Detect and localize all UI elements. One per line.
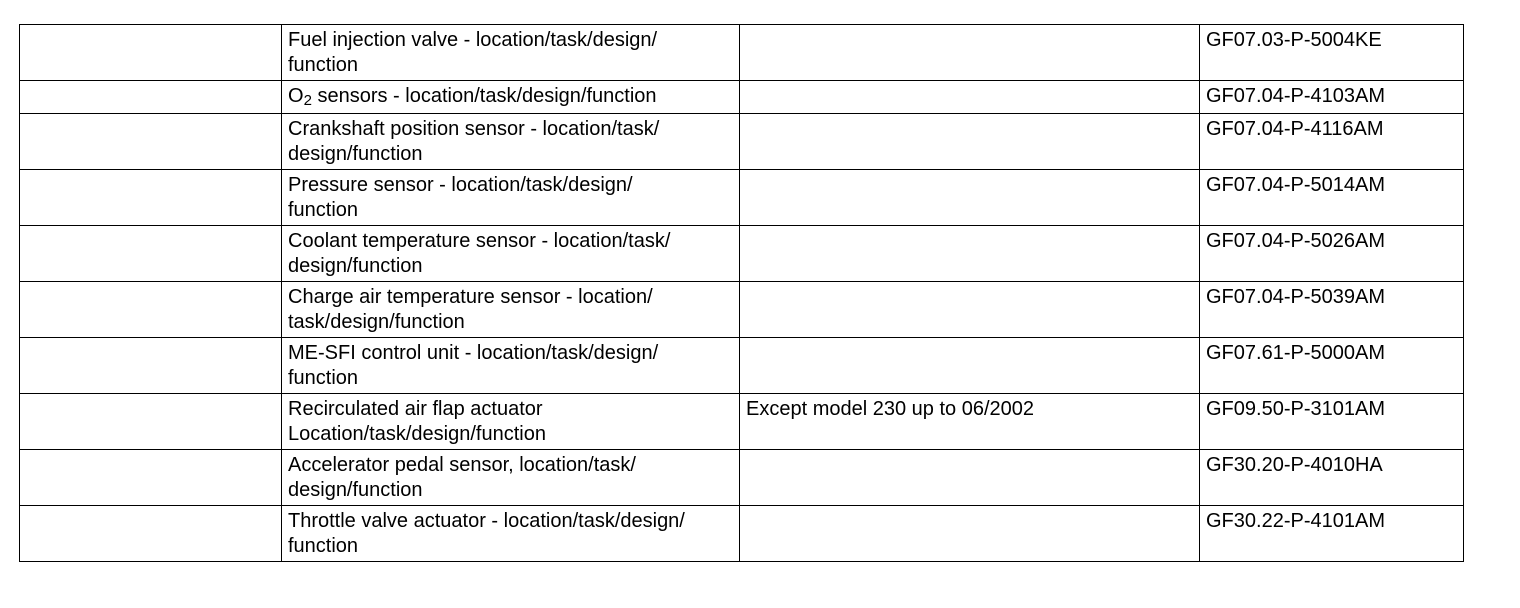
component-cell: Crankshaft position sensor - location/ta… [281,113,740,170]
component-line: Location/task/design/function [288,423,546,445]
note-cell [739,337,1200,394]
component-line: function [288,367,359,389]
group-cell [19,80,282,114]
document-cell: GF07.04-P-5014AM [1199,169,1464,226]
component-line: Fuel injection valve - location/task/des… [288,29,658,51]
note-cell [739,113,1200,170]
table-row: Coolant temperature sensor - location/ta… [19,225,1464,282]
note-cell [739,449,1200,506]
group-cell [19,337,282,394]
component-line: Accelerator pedal sensor, location/task/ [288,454,636,476]
component-line: design/function [288,479,423,501]
group-cell [19,393,282,450]
component-cell: ME-SFI control unit - location/task/desi… [281,337,740,394]
component-line: ME-SFI control unit - location/task/desi… [288,342,659,364]
note-cell [739,281,1200,338]
group-cell [19,113,282,170]
table-row: Pressure sensor - location/task/design/f… [19,169,1464,226]
component-cell: Charge air temperature sensor - location… [281,281,740,338]
note-cell [739,80,1200,114]
component-line: design/function [288,143,423,165]
table-row: Crankshaft position sensor - location/ta… [19,113,1464,170]
note-cell [739,169,1200,226]
component-cell: O2 sensors - location/task/design/functi… [281,80,740,114]
group-cell [19,24,282,81]
component-line: Crankshaft position sensor - location/ta… [288,118,660,140]
note-cell [739,24,1200,81]
component-line: Coolant temperature sensor - location/ta… [288,230,671,252]
component-cell: Pressure sensor - location/task/design/f… [281,169,740,226]
group-cell [19,169,282,226]
note-cell [739,225,1200,282]
table-row: Throttle valve actuator - location/task/… [19,505,1464,562]
component-line: Pressure sensor - location/task/design/ [288,174,633,196]
component-line: task/design/function [288,311,465,333]
document-cell: GF07.61-P-5000AM [1199,337,1464,394]
component-cell: Fuel injection valve - location/task/des… [281,24,740,81]
group-cell [19,505,282,562]
component-line: function [288,54,359,76]
component-line: function [288,535,359,557]
document-cell: GF07.04-P-4103AM [1199,80,1464,114]
table-row: Charge air temperature sensor - location… [19,281,1464,338]
component-line: Charge air temperature sensor - location… [288,286,653,308]
table-row: ME-SFI control unit - location/task/desi… [19,337,1464,394]
component-line: design/function [288,255,423,277]
component-cell: Throttle valve actuator - location/task/… [281,505,740,562]
document-cell: GF07.03-P-5004KE [1199,24,1464,81]
component-suffix: sensors - location/task/design/function [311,85,657,107]
reference-table: Fuel injection valve - location/task/des… [19,24,1464,562]
component-line: Recirculated air flap actuator [288,398,543,420]
document-cell: GF07.04-P-5026AM [1199,225,1464,282]
group-cell [19,281,282,338]
document-cell: GF07.04-P-5039AM [1199,281,1464,338]
group-cell [19,225,282,282]
document-cell: GF30.20-P-4010HA [1199,449,1464,506]
component-cell: Accelerator pedal sensor, location/task/… [281,449,740,506]
group-cell [19,449,282,506]
table-row: Fuel injection valve - location/task/des… [19,24,1464,81]
component-prefix: O [288,85,304,107]
component-line: Throttle valve actuator - location/task/… [288,510,685,532]
document-cell: GF09.50-P-3101AM [1199,393,1464,450]
component-line: function [288,199,359,221]
note-cell: Except model 230 up to 06/2002 [739,393,1200,450]
document-cell: GF30.22-P-4101AM [1199,505,1464,562]
component-cell: Coolant temperature sensor - location/ta… [281,225,740,282]
document-cell: GF07.04-P-4116AM [1199,113,1464,170]
table-row: Accelerator pedal sensor, location/task/… [19,449,1464,506]
component-subscript: 2 [303,92,312,109]
note-cell [739,505,1200,562]
table-row: O2 sensors - location/task/design/functi… [19,80,1464,114]
